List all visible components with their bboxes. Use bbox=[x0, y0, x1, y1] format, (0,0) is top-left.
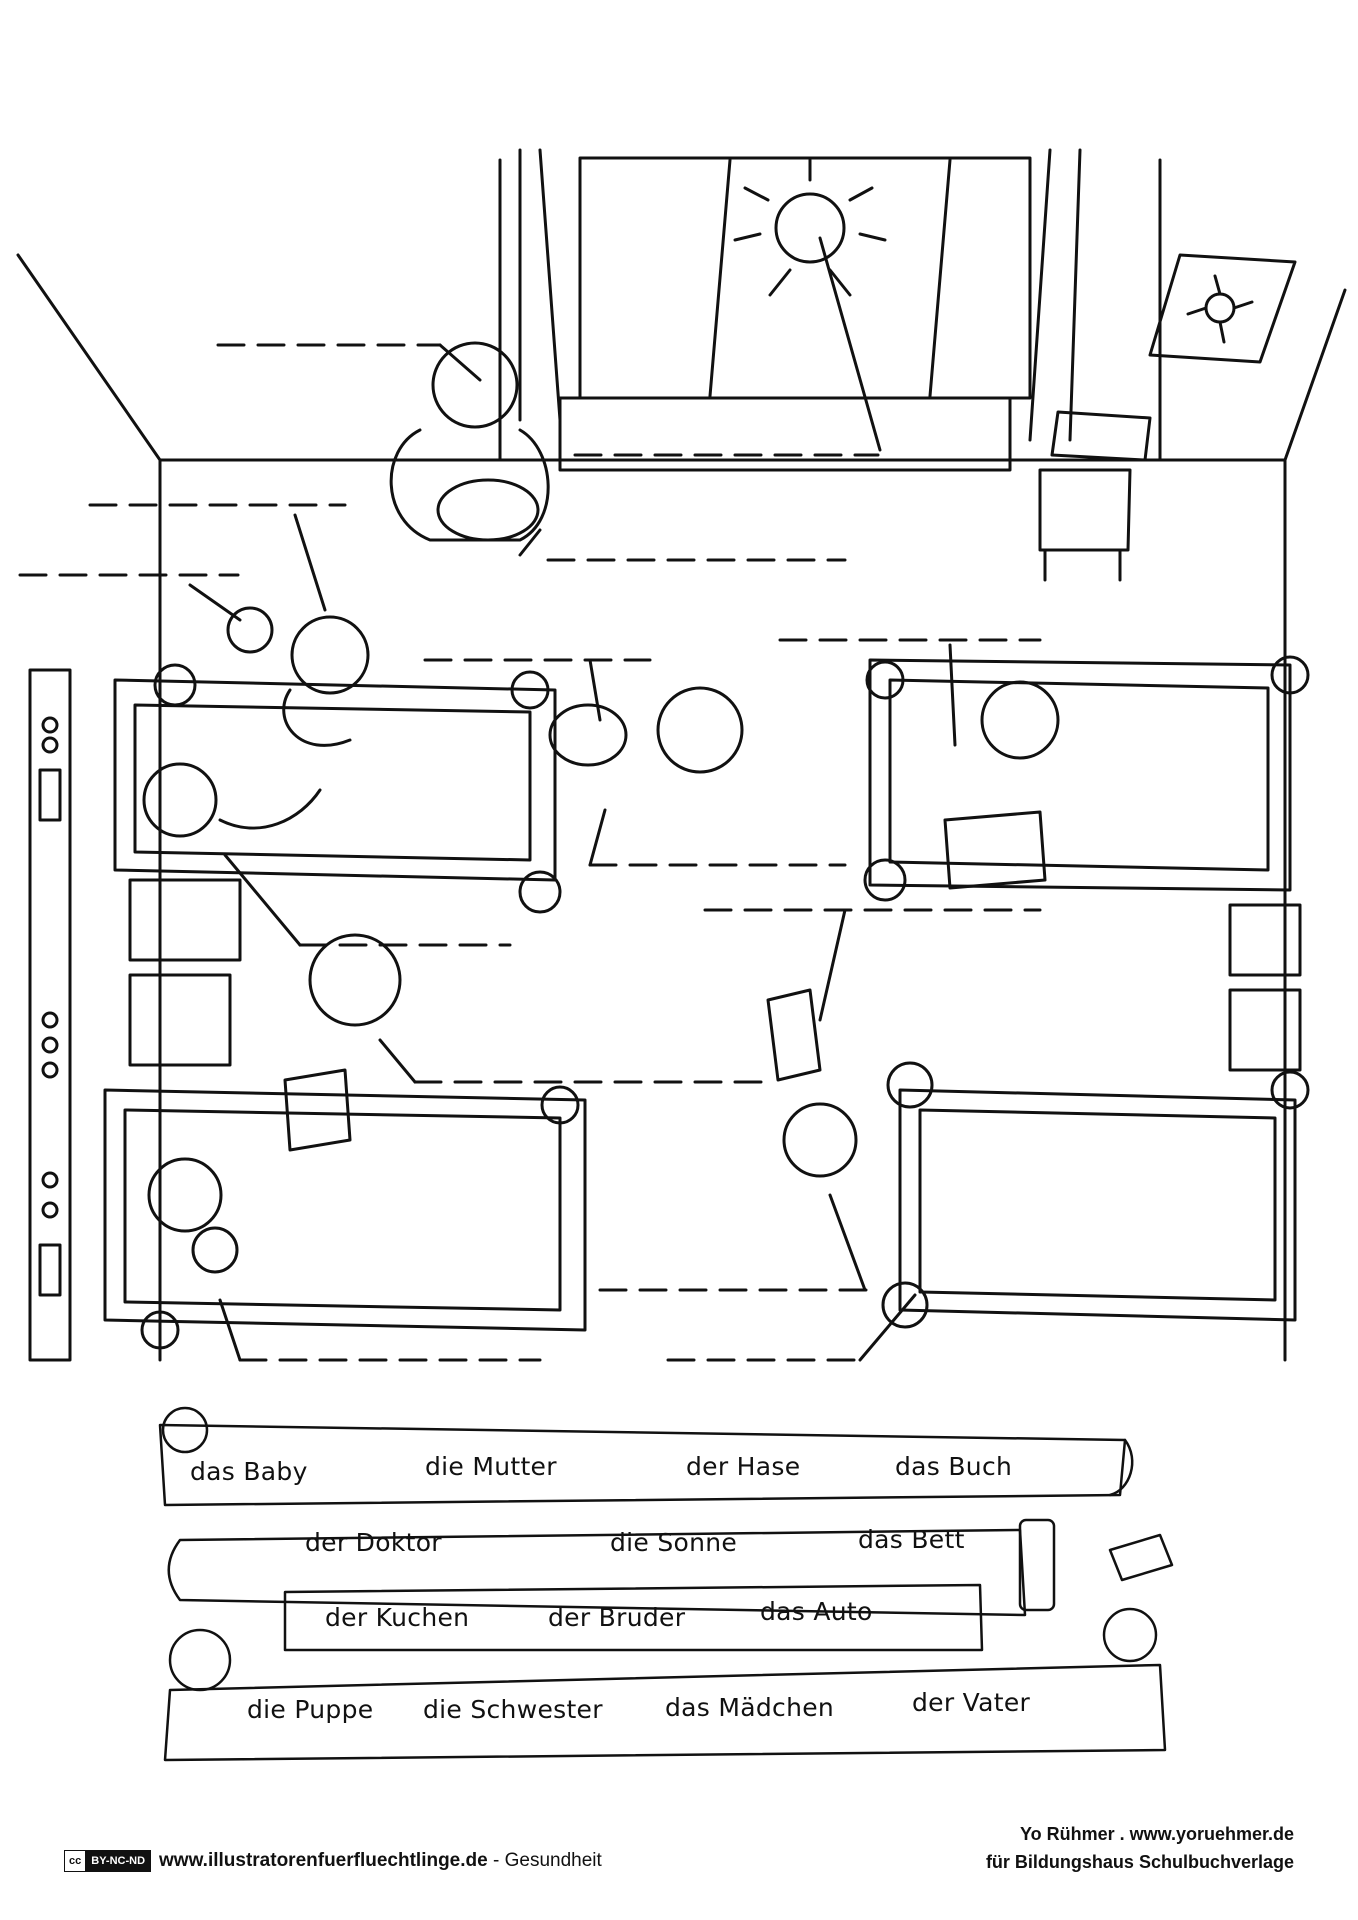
word-das-auto: das Auto bbox=[760, 1597, 873, 1626]
word-die-mutter: die Mutter bbox=[425, 1452, 557, 1481]
credit-line-1: Yo Rühmer . www.yoruehmer.de bbox=[1019, 1824, 1294, 1844]
footer-left: cc BY-NC-ND www.illustratorenfuerfluecht… bbox=[64, 1850, 602, 1872]
license-label: BY-NC-ND bbox=[86, 1851, 151, 1871]
word-das-baby: das Baby bbox=[190, 1457, 308, 1486]
word-die-schwester: die Schwester bbox=[423, 1695, 603, 1724]
bed-top-left bbox=[113, 663, 562, 914]
word-das-buch: das Buch bbox=[895, 1452, 1013, 1481]
window bbox=[518, 148, 1082, 472]
room-walls bbox=[16, 158, 1347, 1362]
word-die-puppe: die Puppe bbox=[247, 1695, 374, 1724]
word-das-maedchen: das Mädchen bbox=[665, 1693, 835, 1722]
answer-blanks bbox=[18, 343, 1042, 1362]
mother-with-cake bbox=[389, 341, 550, 542]
flower-picture bbox=[1148, 253, 1297, 364]
father-in-bed bbox=[142, 762, 322, 838]
boy-reading-book bbox=[943, 680, 1060, 890]
boy-with-bunny bbox=[548, 686, 744, 774]
bed-bottom-left bbox=[103, 1085, 587, 1350]
word-der-bruder: der Bruder bbox=[548, 1603, 686, 1632]
footer-separator: - bbox=[487, 1850, 505, 1871]
word-der-hase: der Hase bbox=[686, 1452, 801, 1481]
word-das-bett: das Bett bbox=[858, 1525, 965, 1554]
wall-panel bbox=[28, 668, 72, 1362]
pointer-lines bbox=[188, 236, 957, 1362]
girl-with-doll bbox=[147, 1157, 239, 1274]
chair bbox=[1038, 410, 1152, 582]
girl-with-baby bbox=[226, 606, 370, 747]
word-der-vater: der Vater bbox=[912, 1688, 1031, 1717]
word-bank-scrolls bbox=[158, 1406, 1174, 1762]
word-die-sonne: die Sonne bbox=[610, 1528, 738, 1557]
bed-top-right bbox=[863, 655, 1310, 902]
website-link[interactable]: www.illustratorenfuerfluechtlinge.de bbox=[159, 1850, 488, 1871]
cc-icon: cc bbox=[65, 1851, 87, 1871]
cc-license-badge: cc BY-NC-ND bbox=[64, 1850, 152, 1872]
word-der-kuchen: der Kuchen bbox=[325, 1603, 470, 1632]
boy-with-toy-car bbox=[766, 988, 858, 1178]
bed-bottom-right bbox=[881, 1061, 1310, 1329]
topic-label: Gesundheit bbox=[504, 1850, 602, 1871]
doctor bbox=[283, 933, 402, 1152]
credit-line-2: für Bildungshaus Schulbuchverlage bbox=[985, 1852, 1294, 1872]
footer-credits: Yo Rühmer . www.yoruehmer.de für Bildung… bbox=[986, 1820, 1294, 1876]
nightstands bbox=[128, 878, 1302, 1072]
word-der-doktor: der Doktor bbox=[305, 1528, 442, 1557]
sun-drawing bbox=[733, 158, 887, 297]
